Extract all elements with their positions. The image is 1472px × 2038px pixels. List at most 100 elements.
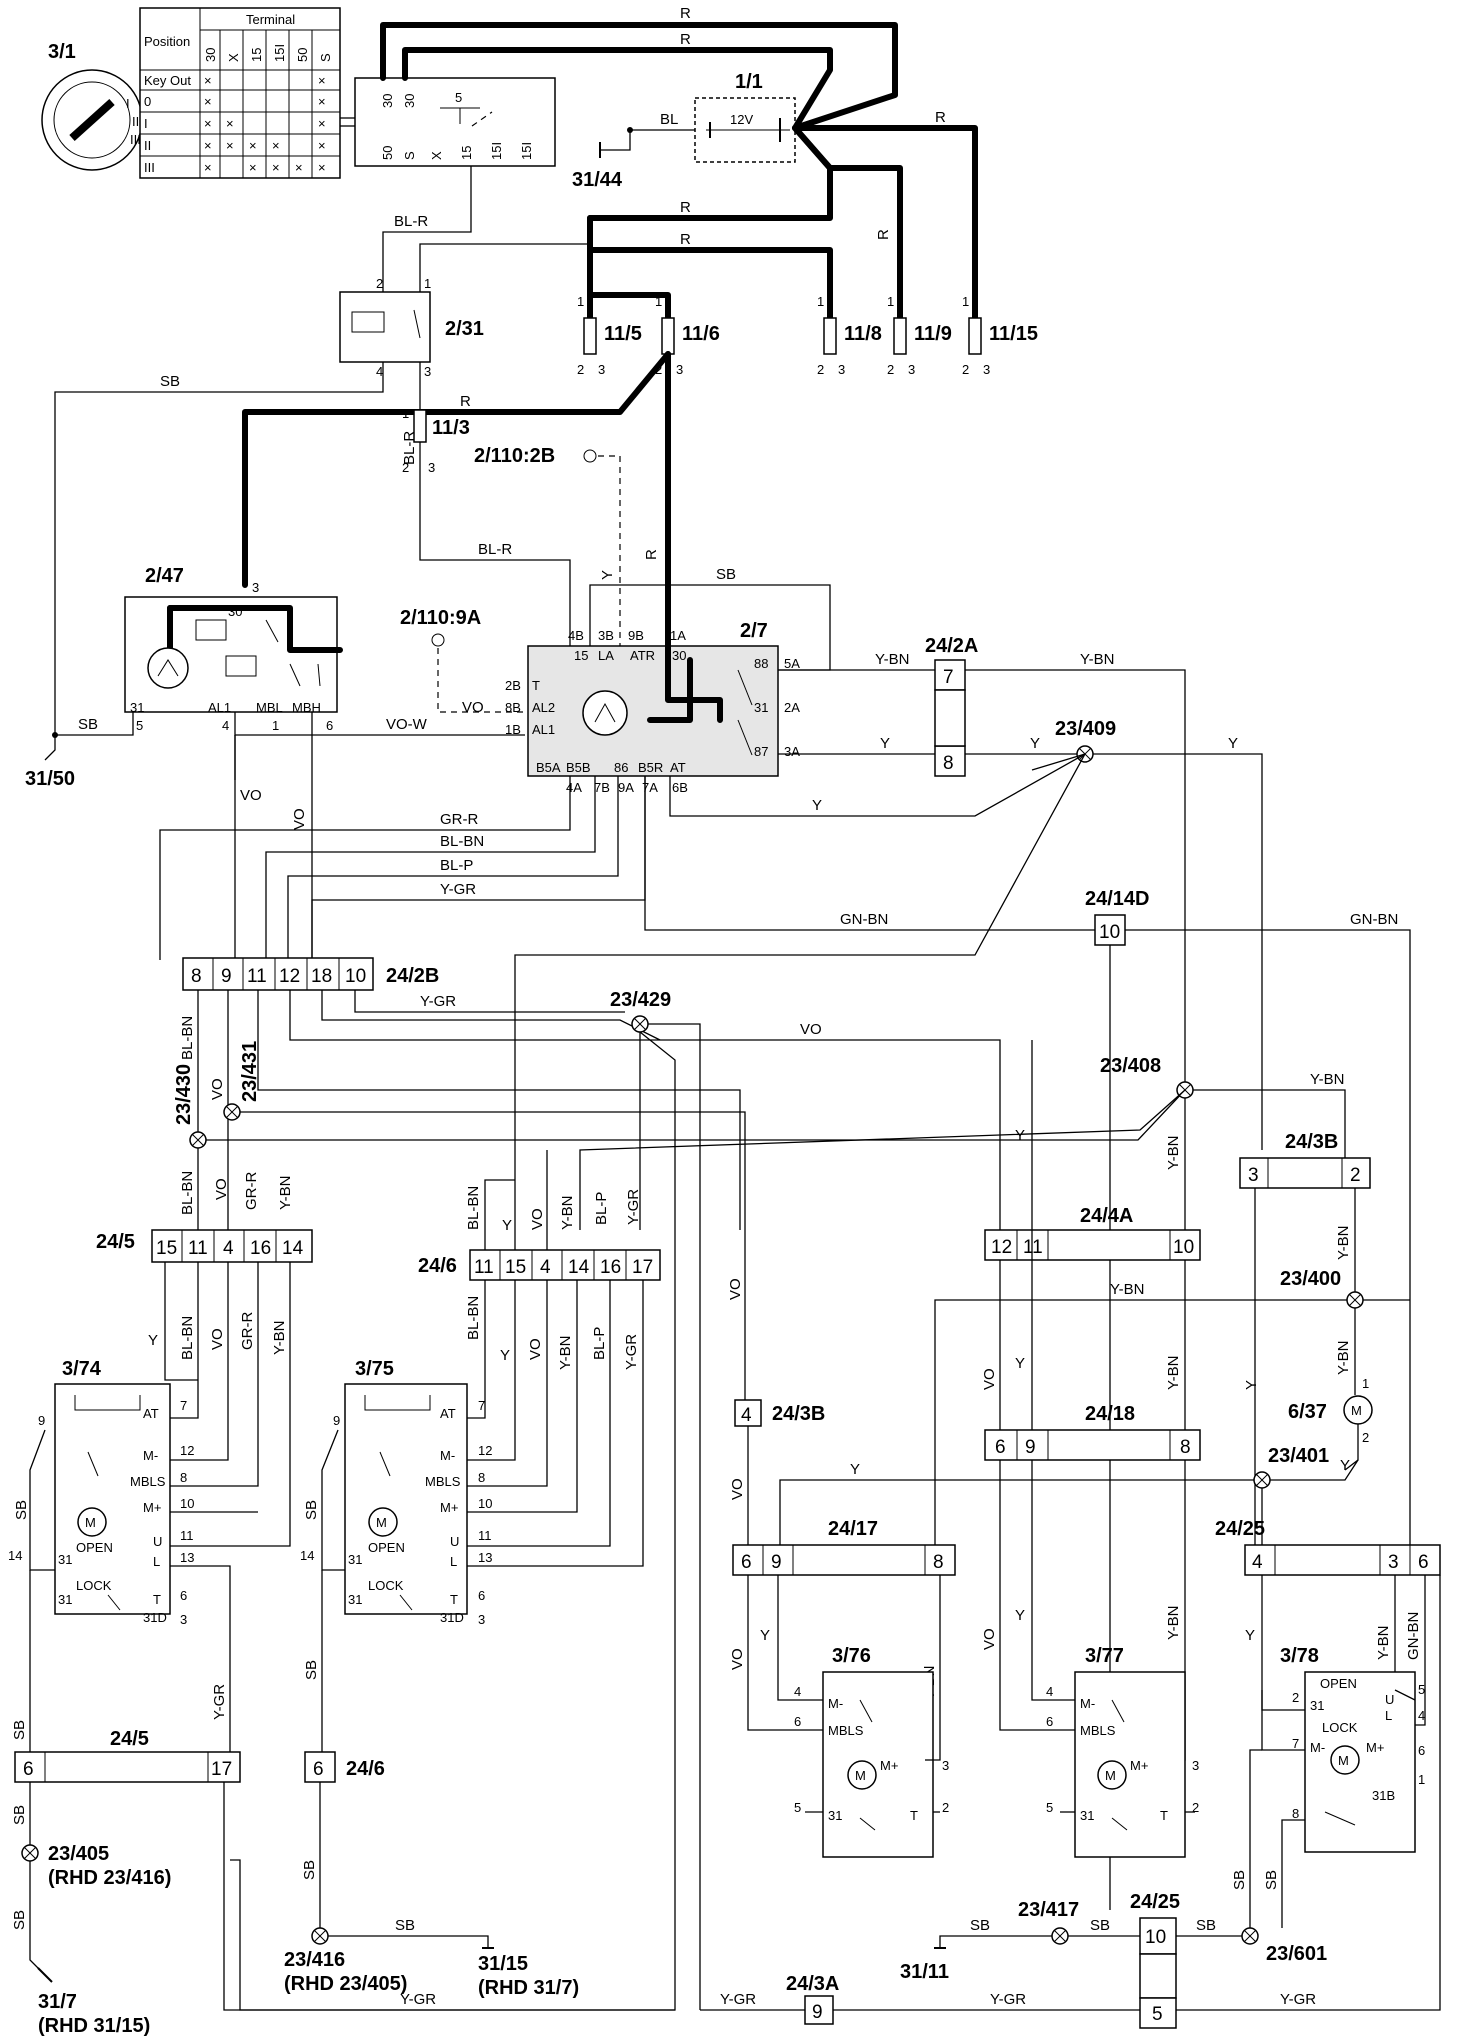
splice-23-417: 23/417	[1018, 1899, 1079, 1945]
svg-text:OPEN: OPEN	[76, 1540, 113, 1555]
svg-text:AL1: AL1	[208, 700, 231, 715]
svg-text:2: 2	[817, 362, 824, 377]
svg-text:Key Out: Key Out	[144, 73, 191, 88]
svg-text:BL-BN: BL-BN	[465, 1296, 482, 1340]
svg-text:6: 6	[794, 1714, 801, 1729]
svg-text:MBH: MBH	[292, 700, 321, 715]
ignition-mark: ×	[295, 160, 303, 175]
svg-text:M+: M+	[880, 1758, 898, 1773]
svg-text:Y: Y	[760, 1627, 770, 1644]
svg-text:11/6: 11/6	[682, 323, 720, 345]
svg-text:4: 4	[741, 1405, 752, 1426]
svg-text:1: 1	[887, 294, 894, 309]
svg-text:Y: Y	[599, 570, 616, 580]
svg-text:M-: M-	[143, 1448, 158, 1463]
svg-text:SB: SB	[970, 1917, 990, 1934]
ref-2-110-2b: 2/110:2B Y	[474, 445, 621, 646]
svg-text:Y-BN: Y-BN	[1165, 1606, 1182, 1640]
battery-label: 1/1	[735, 71, 763, 93]
ignition-mark: ×	[318, 94, 326, 109]
svg-text:SB: SB	[1196, 1917, 1216, 1934]
svg-text:2: 2	[962, 362, 969, 377]
svg-text:BL-P: BL-P	[593, 1192, 610, 1225]
svg-text:LOCK: LOCK	[76, 1578, 112, 1593]
ignition-mark: ×	[318, 116, 326, 131]
svg-text:16: 16	[600, 1257, 621, 1278]
svg-text:GN-BN: GN-BN	[1405, 1612, 1422, 1660]
svg-text:M-: M-	[1080, 1696, 1095, 1711]
connector-24-5-top: 24/5 15 11 4 16 14	[96, 1229, 313, 1263]
svg-text:M: M	[85, 1515, 96, 1530]
svg-text:Y-GR: Y-GR	[211, 1684, 228, 1720]
svg-text:1: 1	[272, 718, 279, 733]
svg-text:B5B: B5B	[566, 760, 591, 775]
svg-text:10: 10	[1173, 1237, 1194, 1258]
svg-text:11: 11	[1023, 1237, 1043, 1258]
svg-text:Y-GR: Y-GR	[420, 993, 456, 1010]
svg-text:L: L	[450, 1554, 457, 1569]
svg-text:2: 2	[1292, 1690, 1299, 1705]
svg-text:50: 50	[295, 48, 310, 62]
svg-text:3: 3	[676, 362, 683, 377]
module-2-7: 2/7 4B 3B 9B 1A 15 LA ATR 30 2B 8B 1B T …	[505, 620, 800, 795]
lock-3-77: 3/77 M M- MBLS M+ T 31 4 6 3 5 2	[1046, 1645, 1199, 1858]
ignition-mark: ×	[204, 138, 212, 153]
svg-text:15: 15	[156, 1238, 177, 1259]
svg-text:LOCK: LOCK	[368, 1578, 404, 1593]
svg-text:BL: BL	[660, 111, 678, 128]
ref-2-110-9a: 2/110:9A VO	[400, 607, 560, 716]
splice-23-601: 23/601	[1241, 1927, 1327, 1965]
svg-text:SB: SB	[11, 1720, 28, 1740]
svg-text:3: 3	[1192, 1758, 1199, 1773]
svg-text:R: R	[680, 231, 691, 248]
svg-text:23/430: 23/430	[173, 1064, 195, 1125]
svg-text:MBLS: MBLS	[1080, 1723, 1116, 1738]
svg-text:U: U	[1385, 1692, 1394, 1707]
svg-text:9: 9	[1025, 1437, 1036, 1458]
svg-text:6/37: 6/37	[1288, 1401, 1327, 1423]
svg-text:11: 11	[188, 1238, 208, 1259]
ignition-mark: ×	[226, 116, 234, 131]
svg-text:11: 11	[180, 1528, 194, 1543]
svg-text:4A: 4A	[566, 780, 582, 795]
svg-text:88: 88	[754, 656, 768, 671]
svg-text:6: 6	[326, 718, 333, 733]
svg-text:4: 4	[223, 1238, 234, 1259]
svg-text:Y-BN: Y-BN	[271, 1321, 288, 1355]
svg-text:Y: Y	[1030, 735, 1040, 752]
svg-text:GR-R: GR-R	[440, 811, 478, 828]
svg-text:VO: VO	[291, 808, 308, 830]
svg-text:12: 12	[279, 966, 300, 987]
svg-text:R: R	[935, 109, 946, 126]
svg-text:MBL: MBL	[256, 700, 283, 715]
svg-text:1: 1	[402, 406, 409, 421]
svg-text:B5A: B5A	[536, 760, 561, 775]
svg-text:8: 8	[1180, 1437, 1191, 1458]
svg-text:VO: VO	[462, 699, 484, 716]
svg-text:BL-R: BL-R	[394, 213, 428, 230]
svg-text:Y-GR: Y-GR	[625, 1189, 642, 1225]
connector-24-25-bottom: 24/25 10 5	[1130, 1891, 1180, 2029]
svg-text:Y: Y	[500, 1347, 510, 1364]
svg-text:23/429: 23/429	[610, 989, 671, 1011]
svg-text:11: 11	[247, 966, 267, 987]
svg-text:U: U	[450, 1534, 459, 1549]
svg-text:VO: VO	[529, 1208, 546, 1230]
svg-text:12V: 12V	[730, 112, 753, 127]
svg-text:3: 3	[838, 362, 845, 377]
connector-24-4a: 24/4A 12 11 10	[984, 1205, 1201, 1261]
svg-text:SB: SB	[1263, 1870, 1280, 1890]
ground-31-44: BL 31/44	[572, 111, 695, 191]
svg-text:BL-R: BL-R	[478, 541, 512, 558]
svg-text:24/2A: 24/2A	[925, 635, 978, 657]
svg-text:6: 6	[313, 1759, 324, 1780]
svg-text:R: R	[680, 31, 691, 48]
svg-text:30: 30	[402, 94, 417, 108]
ignition-switch: 3/1 I II III	[41, 41, 143, 171]
svg-text:SB: SB	[303, 1500, 320, 1520]
svg-text:Y: Y	[1340, 1457, 1350, 1474]
motor-6-37: M 6/37 1 2	[1288, 1376, 1373, 1445]
svg-text:BL-BN: BL-BN	[179, 1171, 196, 1215]
svg-text:7A: 7A	[642, 780, 658, 795]
ignition-mark: ×	[226, 138, 234, 153]
